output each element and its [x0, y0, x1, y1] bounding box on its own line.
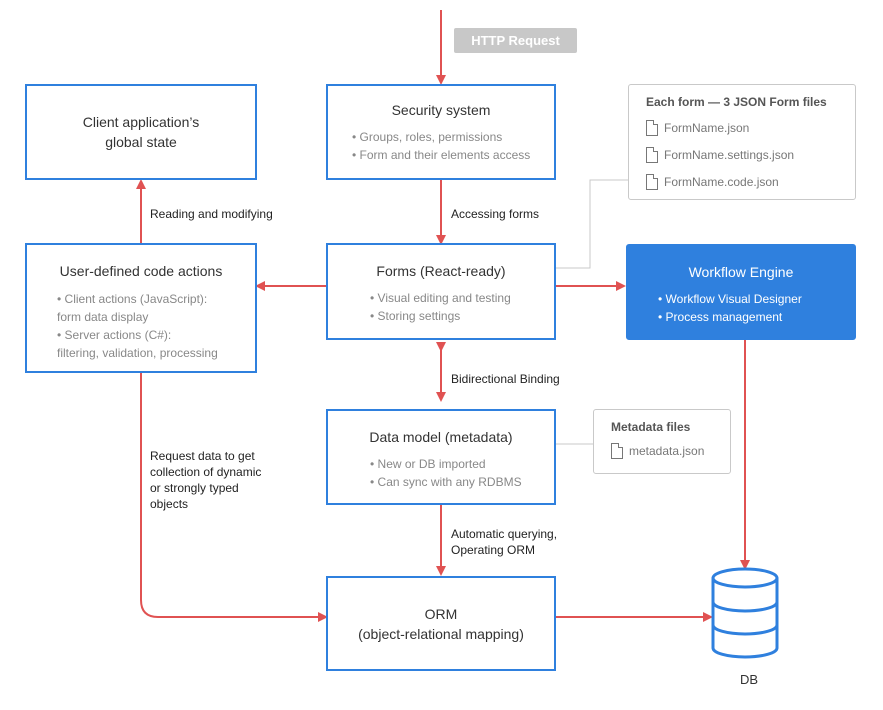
code-actions-item: form data display	[57, 310, 149, 324]
code-actions-item: • Client actions (JavaScript):	[57, 292, 208, 306]
data-model-box: Data model (metadata) • New or DB import…	[326, 409, 556, 505]
workflow-item: • Workflow Visual Designer	[658, 292, 802, 306]
code-actions-item: • Server actions (C#):	[57, 328, 172, 342]
accessing-forms-label: Accessing forms	[451, 207, 540, 221]
workflow-engine-box: Workflow Engine • Workflow Visual Design…	[626, 244, 856, 340]
file-name: FormName.settings.json	[664, 147, 795, 162]
file-row: FormName.code.json	[646, 168, 855, 195]
code-actions-item: filtering, validation, processing	[57, 346, 218, 360]
file-name: FormName.code.json	[664, 174, 779, 189]
http-request-badge: HTTP Request	[454, 28, 577, 53]
request-data-line: collection of dynamic	[150, 465, 262, 479]
json-files-title: Each form — 3 JSON Form files	[646, 95, 827, 109]
data-model-title: Data model (metadata)	[369, 429, 513, 445]
metadata-files-title: Metadata files	[611, 420, 691, 434]
request-data-line: objects	[150, 497, 189, 511]
request-data-label: Request data to get collection of dynami…	[150, 448, 261, 512]
security-item: • Form and their elements access	[352, 148, 531, 162]
security-system-box: Security system • Groups, roles, permiss…	[326, 84, 556, 180]
auto-query-line: Operating ORM	[451, 543, 536, 557]
data-model-item: • New or DB imported	[370, 457, 486, 471]
workflow-item: • Process management	[658, 310, 783, 324]
file-icon	[646, 173, 658, 190]
file-icon	[646, 146, 658, 163]
file-row: FormName.json	[646, 114, 855, 141]
request-data-line: or strongly typed	[150, 481, 239, 495]
data-model-item: • Can sync with any RDBMS	[370, 475, 522, 489]
metadata-files-panel: Metadata files metadata.json	[593, 409, 731, 474]
request-data-line: Request data to get	[150, 449, 255, 463]
forms-box: Forms (React-ready) • Visual editing and…	[326, 243, 556, 340]
orm-subtitle: (object-relational mapping)	[358, 625, 524, 642]
forms-item: • Storing settings	[370, 309, 461, 323]
auto-query-label: Automatic querying, Operating ORM	[451, 526, 557, 558]
auto-query-line: Automatic querying,	[451, 527, 558, 541]
client-state-box: Client application’s global state	[25, 84, 257, 180]
json-files-connector	[555, 179, 628, 269]
bidirectional-binding-label: Bidirectional Binding	[451, 372, 560, 386]
reading-modifying-label: Reading and modifying	[150, 207, 273, 221]
json-files-panel: Each form — 3 JSON Form files FormName.j…	[628, 84, 856, 200]
security-system-title: Security system	[391, 102, 491, 118]
db-label: DB	[739, 672, 759, 687]
orm-title: ORM	[424, 605, 458, 622]
code-actions-box: User-defined code actions • Client actio…	[25, 243, 257, 373]
file-name: FormName.json	[664, 120, 750, 135]
file-row: FormName.settings.json	[646, 141, 855, 168]
security-item: • Groups, roles, permissions	[352, 130, 503, 144]
client-state-title: Client application’s global state	[82, 114, 200, 150]
forms-title: Forms (React-ready)	[376, 263, 506, 279]
file-row: metadata.json	[611, 437, 730, 464]
database-icon	[711, 567, 779, 659]
file-icon	[611, 442, 623, 459]
code-actions-title: User-defined code actions	[59, 263, 223, 279]
file-name: metadata.json	[629, 443, 705, 458]
workflow-engine-title: Workflow Engine	[688, 264, 794, 280]
forms-item: • Visual editing and testing	[370, 291, 511, 305]
file-icon	[646, 119, 658, 136]
request-data-arrow	[140, 373, 328, 622]
orm-box: ORM (object-relational mapping)	[326, 576, 556, 671]
